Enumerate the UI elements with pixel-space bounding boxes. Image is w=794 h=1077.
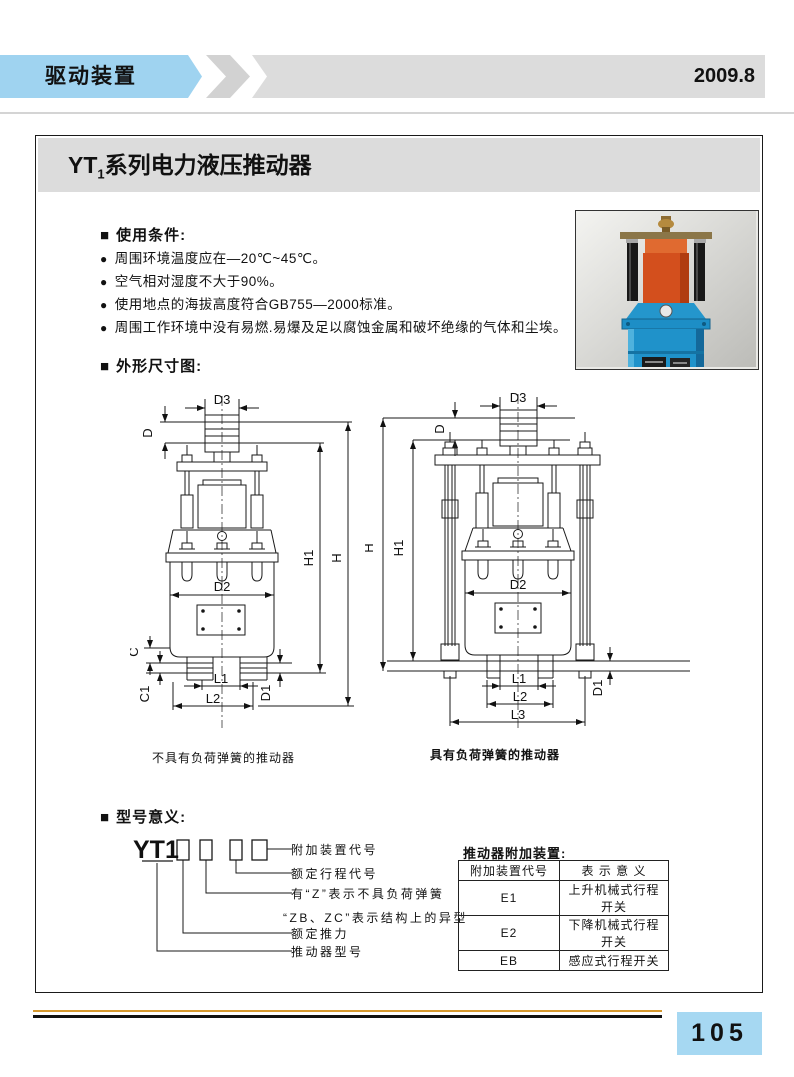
product-photo — [575, 210, 759, 398]
dim-label-h: H — [329, 553, 344, 562]
dim-label-d3: D3 — [510, 390, 527, 405]
dim-label-l1: L1 — [512, 671, 526, 686]
usage-item-text: 空气相对湿度不大于90%。 — [114, 274, 284, 289]
bullet-icon: ● — [100, 321, 108, 335]
thruster-photo-illustration — [576, 211, 756, 398]
dim-label-c1: C1 — [137, 686, 152, 703]
page-title: YT1系列电力液压推动器 — [68, 138, 312, 192]
usage-item: ● 周围工作环境中没有易燃.易爆及足以腐蚀金属和破坏绝缘的气体和尘埃。 — [100, 316, 567, 336]
dim-label-d1: D1 — [258, 685, 273, 702]
footer-gold-rule — [33, 1010, 662, 1012]
diagram-without-load-spring: D3 D D2 C C1 L1 L2 D1 H1 H — [130, 392, 354, 728]
col-header-code: 附加装置代号 — [458, 860, 560, 881]
cell-code: E2 — [458, 915, 560, 951]
model-annotation: 附加装置代号 — [291, 843, 379, 857]
dim-label-d: D — [140, 428, 155, 437]
model-annotation: “ZB、ZC”表示结构上的异型 — [283, 911, 468, 925]
header-divider — [0, 112, 794, 114]
footer-black-rule — [33, 1015, 662, 1018]
category-banner — [0, 55, 202, 98]
usage-item: ● 使用地点的海拔高度符合GB755—2000标准。 — [100, 293, 401, 313]
dim-label-d1: D1 — [590, 680, 605, 697]
model-annotation: 推动器型号 — [291, 945, 364, 959]
dimension-heading-text: 外形尺寸图: — [116, 358, 203, 375]
dim-label-h1: H1 — [301, 550, 316, 567]
table-header-row: 附加装置代号 表 示 意 义 — [458, 860, 669, 881]
model-annotation: 额定推力 — [291, 927, 350, 941]
usage-item-text: 周围环境温度应在—20℃~45℃。 — [114, 251, 327, 266]
dimension-heading: ■ 外形尺寸图: — [100, 355, 202, 376]
accessories-title: 推动器附加装置: — [463, 846, 567, 861]
bullet-icon: ● — [100, 275, 108, 289]
usage-item: ● 空气相对湿度不大于90%。 — [100, 270, 283, 290]
table-row: E1 上升机械式行程开关 — [458, 880, 669, 916]
table-row: E2 下降机械式行程开关 — [458, 915, 669, 951]
cell-code: EB — [458, 950, 560, 971]
dim-label-c: C — [130, 647, 141, 656]
square-marker-icon: ■ — [100, 358, 111, 375]
square-marker-icon: ■ — [100, 227, 111, 244]
dim-label-l2: L2 — [206, 691, 220, 706]
model-heading: ■ 型号意义: — [100, 806, 186, 827]
dim-label-d3: D3 — [214, 392, 231, 407]
usage-heading-text: 使用条件: — [116, 227, 187, 244]
cell-meaning: 感应式行程开关 — [559, 950, 669, 971]
left-diagram-caption: 不具有负荷弹簧的推动器 — [152, 751, 296, 765]
page-number-badge: 105 — [677, 1012, 762, 1055]
dim-label-h: H — [365, 543, 376, 552]
header-band — [252, 55, 765, 98]
table-row: EB 感应式行程开关 — [458, 950, 669, 971]
category-title: 驱动装置 — [45, 65, 137, 88]
cell-meaning: 上升机械式行程开关 — [559, 880, 669, 916]
accessories-table: 附加装置代号 表 示 意 义 E1 上升机械式行程开关 E2 下降机械式行程开关… — [458, 860, 669, 971]
usage-item-text: 周围工作环境中没有易燃.易爆及足以腐蚀金属和破坏绝缘的气体和尘埃。 — [114, 320, 567, 335]
chevron-icon — [206, 55, 250, 98]
edition-date: 2009.8 — [693, 65, 755, 87]
model-annotation: 有“Z”表示不具负荷弹簧 — [291, 887, 445, 901]
usage-heading: ■ 使用条件: — [100, 224, 186, 245]
title-bar — [38, 138, 760, 192]
dim-label-d2: D2 — [214, 579, 231, 594]
bullet-icon: ● — [100, 252, 108, 266]
cell-code: E1 — [458, 880, 560, 916]
model-annotation: 额定行程代号 — [291, 867, 379, 881]
model-code-text: YT1 — [133, 836, 179, 864]
model-heading-text: 型号意义: — [116, 809, 187, 826]
dim-label-d2: D2 — [510, 577, 527, 592]
dim-label-l2: L2 — [513, 689, 527, 704]
left-drawing-lines — [144, 396, 354, 728]
dim-label-d: D — [432, 424, 447, 433]
right-drawing-lines — [380, 394, 690, 728]
diagram-with-load-spring: D3 D D2 L1 L2 L3 D1 H H1 — [365, 390, 690, 728]
col-header-meaning: 表 示 意 义 — [559, 860, 669, 881]
title-rest: 系列电力液压推动器 — [104, 152, 312, 178]
dim-label-l1: L1 — [214, 671, 228, 686]
dim-label-l3: L3 — [511, 707, 525, 722]
square-marker-icon: ■ — [100, 809, 111, 826]
dim-label-h1: H1 — [391, 540, 406, 557]
usage-item: ● 周围环境温度应在—20℃~45℃。 — [100, 247, 327, 267]
title-subscript: 1 — [97, 166, 105, 182]
bullet-icon: ● — [100, 298, 108, 312]
usage-item-text: 使用地点的海拔高度符合GB755—2000标准。 — [114, 297, 402, 312]
cell-meaning: 下降机械式行程开关 — [559, 915, 669, 951]
model-code-diagram: YT1 — [133, 836, 292, 952]
right-diagram-caption: 具有负荷弹簧的推动器 — [430, 748, 561, 762]
title-prefix: YT — [68, 152, 98, 178]
model-code-lines — [142, 839, 292, 952]
